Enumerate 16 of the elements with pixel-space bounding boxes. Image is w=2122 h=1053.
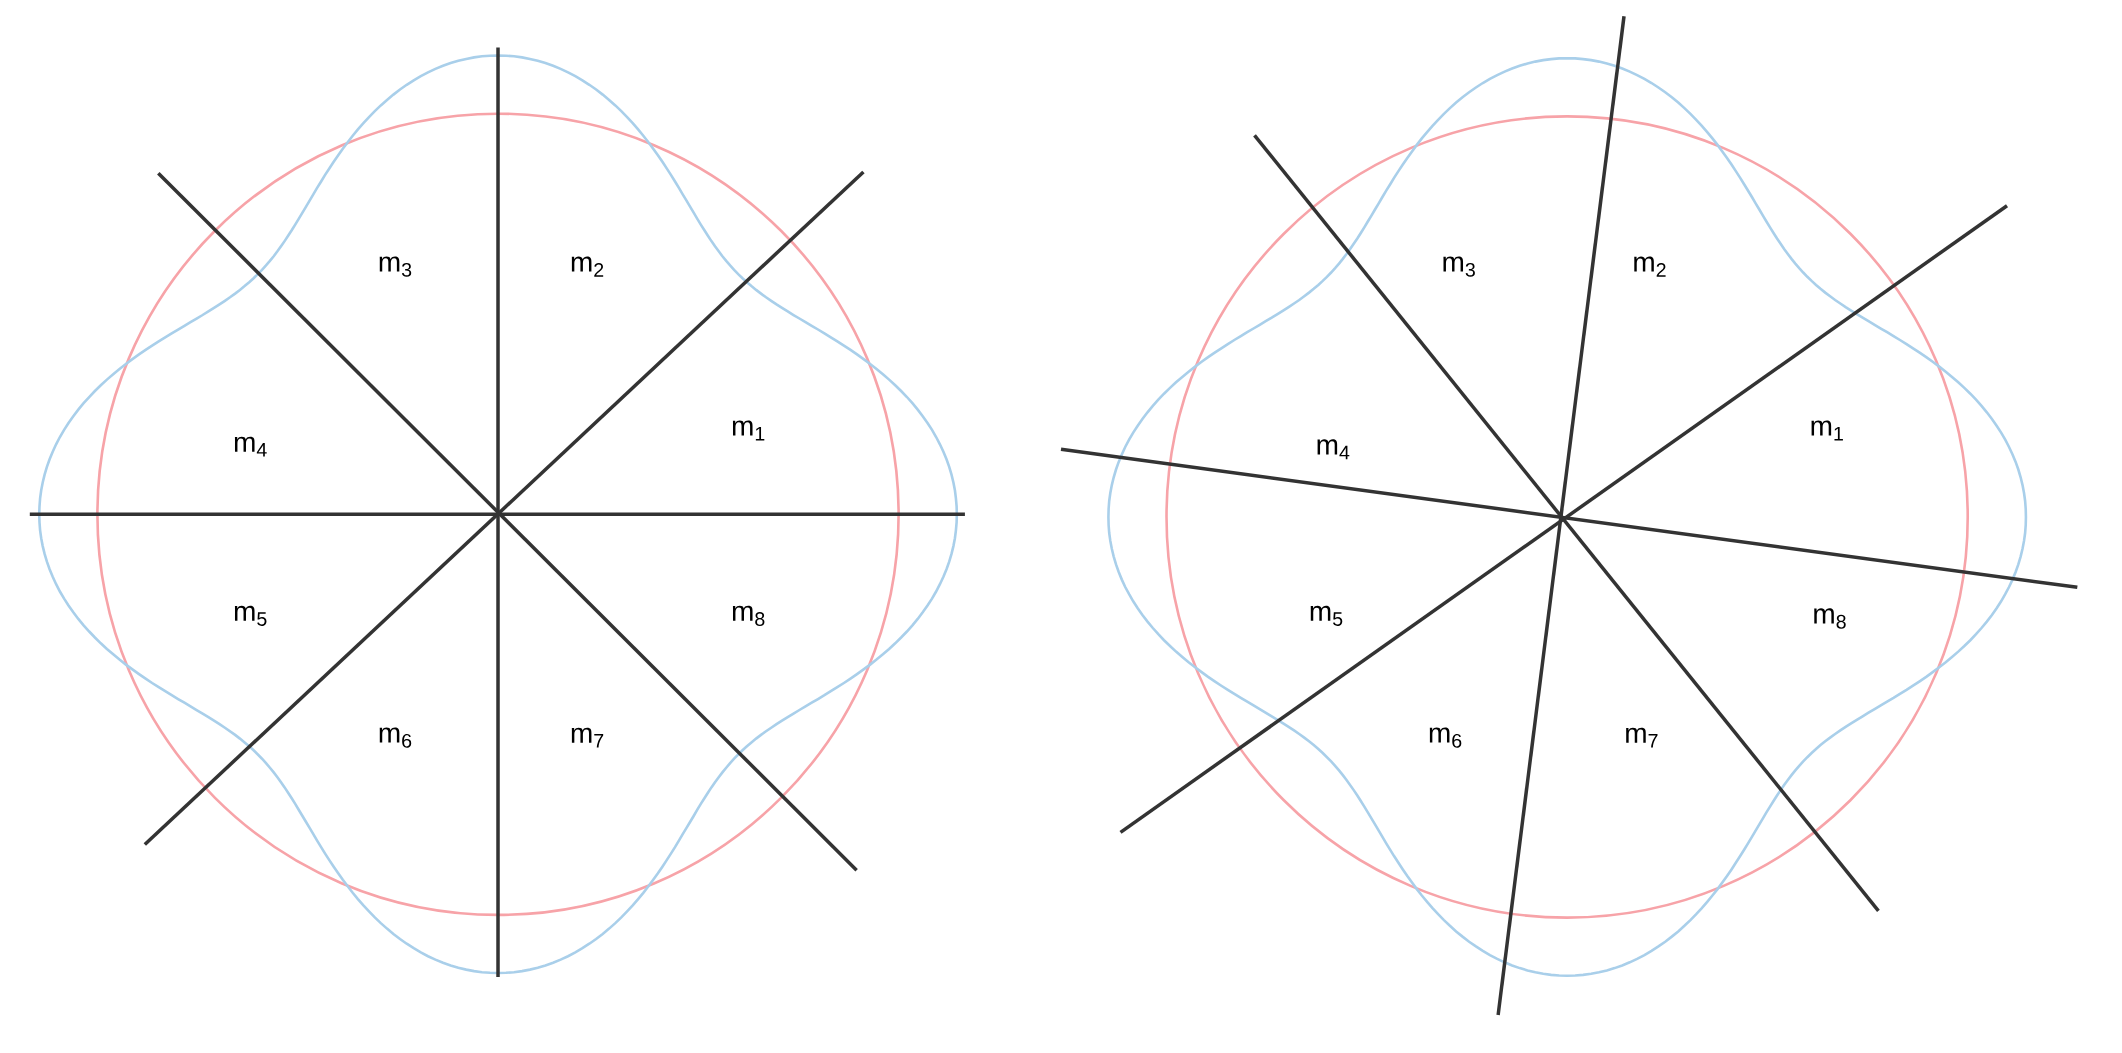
sector-label: m$_{6}$: [1429, 727, 1462, 748]
sector-label: m$_{6}$: [379, 727, 412, 748]
sector-label: m$_{2}$: [571, 256, 604, 277]
sector-label: m$_{2}$: [1634, 256, 1666, 277]
sector-label: m$_{7}$: [571, 727, 604, 748]
sector-label: m$_{5}$: [234, 605, 267, 626]
sector-label: m$_{3}$: [1443, 256, 1475, 277]
sector-label: m$_{8}$: [732, 605, 765, 626]
sector-label: m$_{5}$: [1310, 605, 1343, 626]
sector-label: m$_{7}$: [1626, 727, 1658, 748]
sector-label: m$_{3}$: [379, 256, 412, 277]
sector-label: m$_{1}$: [1811, 420, 1843, 441]
sector-label: m$_{1}$: [732, 420, 765, 441]
sector-label: m$_{8}$: [1814, 608, 1846, 629]
sector-label: m$_{4}$: [1317, 439, 1350, 460]
sector-label: m$_{4}$: [234, 436, 267, 457]
